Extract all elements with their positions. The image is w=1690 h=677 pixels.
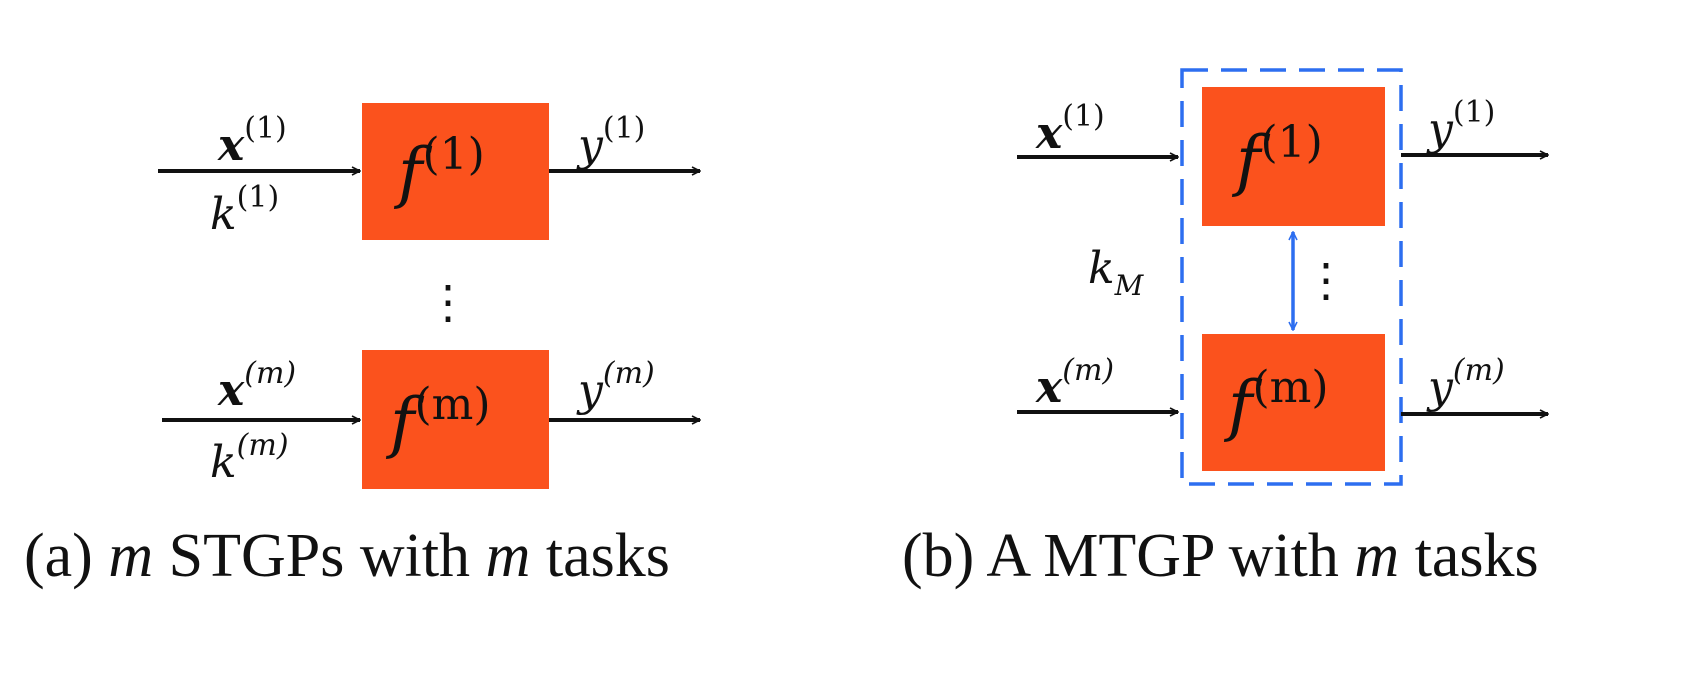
mtgp-dashed-boundary: [1180, 68, 1403, 486]
caption-a: (a) m STGPs with m tasks: [24, 522, 670, 590]
caption-b: (b) A MTGP with m tasks: [902, 522, 1539, 590]
panel-a: f(1) f(m) x(1) k(1) y(1) x(m) k(m): [24, 103, 700, 590]
stgp-block-top: [362, 103, 549, 240]
stgp-output-label-bottom: y(m): [576, 356, 655, 416]
mtgp-input-label-top: x(1): [1035, 99, 1105, 159]
mtgp-ellipsis: ⋮: [1303, 253, 1349, 307]
mtgp-output-label-bottom: y(m): [1426, 353, 1505, 413]
stgp-block-top-label: f(1): [393, 129, 485, 211]
panel-b: f(1) f(m) ⋮ x(1) x(m) y(1) y(m) kM: [902, 68, 1548, 590]
stgp-input-label-top: x(1): [217, 111, 287, 171]
mtgp-block-top: [1202, 87, 1385, 226]
mtgp-input-label-bottom: x(m): [1035, 353, 1114, 413]
stgp-ellipsis: ⋮: [425, 275, 471, 329]
stgp-kernel-label-top: k(1): [210, 180, 279, 240]
mtgp-block-bottom: [1202, 334, 1385, 471]
stgp-block-bottom: [362, 350, 549, 489]
stgp-input-label-bottom: x(m): [217, 356, 296, 416]
stgp-kernel-label-bottom: k(m): [210, 428, 289, 488]
mtgp-kernel-label: kM: [1088, 243, 1145, 302]
mtgp-output-label-top: y(1): [1426, 95, 1495, 155]
stgp-output-label-top: y(1): [576, 111, 645, 171]
